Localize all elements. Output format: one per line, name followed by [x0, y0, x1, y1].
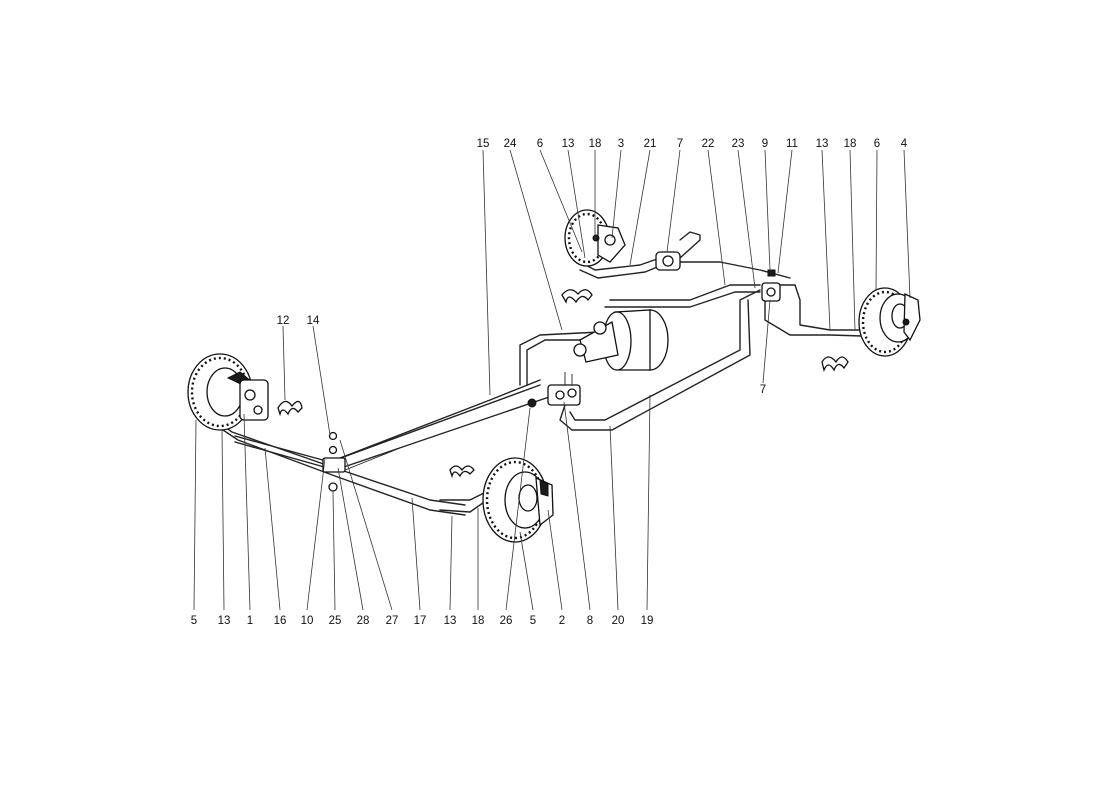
callout-28: 28 — [357, 615, 370, 627]
callout-25: 25 — [329, 615, 342, 627]
callout-21: 21 — [644, 138, 657, 150]
cap-26 — [527, 398, 537, 408]
pipe-clips — [277, 289, 849, 479]
callout-18: 18 — [589, 138, 602, 150]
callout-17: 17 — [414, 615, 427, 627]
callout-19: 19 — [641, 615, 654, 627]
pressure-regulator-left — [655, 251, 681, 271]
brake-servo-booster — [573, 309, 669, 371]
callout-13: 13 — [562, 138, 575, 150]
callout-20: 20 — [612, 615, 625, 627]
rear-right-brake-disc — [858, 287, 921, 357]
callout-13b: 13 — [816, 138, 829, 150]
pressure-regulator-right — [761, 269, 781, 302]
callout-5b: 5 — [530, 615, 536, 627]
callout-10: 10 — [301, 615, 314, 627]
callout-26: 26 — [500, 615, 513, 627]
callout-23: 23 — [732, 138, 745, 150]
callout-9: 9 — [762, 138, 768, 150]
leader-lines — [193, 149, 911, 611]
valve-9 — [767, 269, 776, 277]
callout-5: 5 — [191, 615, 197, 627]
union-fittings — [322, 431, 346, 492]
callout-18c: 18 — [472, 615, 485, 627]
rear-left-brake-disc — [564, 209, 626, 267]
callouts-side: 12 14 7 — [277, 315, 767, 396]
callout-15: 15 — [477, 138, 490, 150]
callout-18b: 18 — [844, 138, 857, 150]
callout-13c: 13 — [218, 615, 231, 627]
callout-6b: 6 — [874, 138, 880, 150]
callout-4: 4 — [901, 138, 908, 150]
brake-distribution-block — [527, 372, 581, 408]
front-left-brake-disc — [187, 353, 269, 431]
callout-22: 22 — [702, 138, 715, 150]
callout-6: 6 — [537, 138, 543, 150]
callout-3: 3 — [618, 138, 624, 150]
callout-24: 24 — [504, 138, 517, 150]
callout-27: 27 — [386, 615, 399, 627]
callout-16: 16 — [274, 615, 287, 627]
callouts-top: 15 24 6 13 18 3 21 7 22 23 9 11 13 18 6 … — [477, 138, 908, 150]
brake-pipes — [214, 231, 863, 516]
callout-2: 2 — [559, 615, 565, 627]
front-right-brake-disc — [482, 457, 554, 543]
callout-7: 7 — [677, 138, 683, 150]
callout-11: 11 — [786, 138, 798, 150]
callout-1: 1 — [247, 615, 253, 627]
callout-14: 14 — [307, 315, 320, 327]
callout-12: 12 — [277, 315, 290, 327]
callout-7b: 7 — [760, 384, 766, 396]
callouts-bottom: 5 13 1 16 10 25 28 27 17 13 18 26 5 2 8 … — [191, 615, 654, 627]
callout-8: 8 — [587, 615, 593, 627]
callout-13d: 13 — [444, 615, 457, 627]
